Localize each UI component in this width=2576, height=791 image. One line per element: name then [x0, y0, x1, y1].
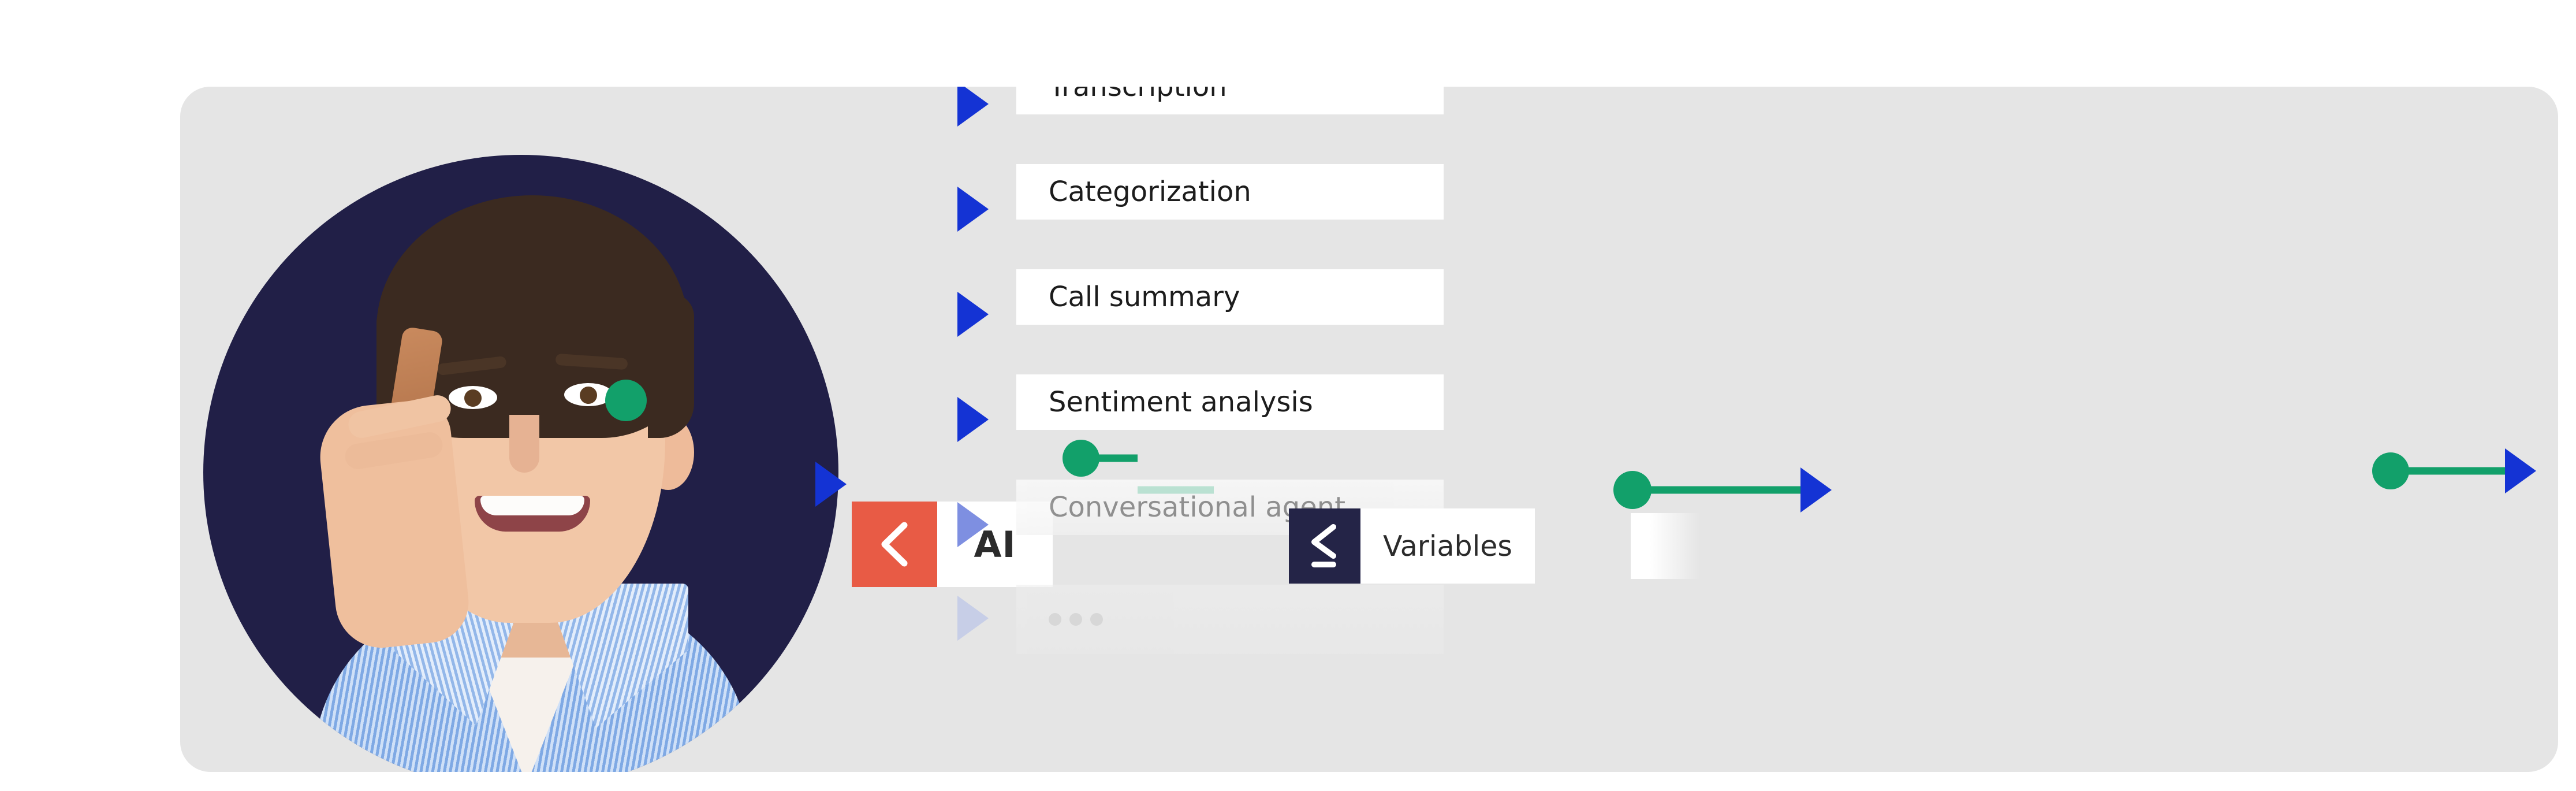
photo-nose [509, 415, 539, 473]
arrow-sentiment-analysis-icon [957, 397, 989, 442]
list-item-categorization[interactable]: Categorization [1016, 164, 1444, 220]
card-label: Call summary [1049, 281, 1240, 313]
variables-node[interactable]: Variables [1289, 508, 1535, 584]
caller-photo-wrap [192, 103, 838, 772]
photo-teeth [480, 496, 584, 515]
next-node-clipped[interactable] [1631, 513, 1700, 579]
next-node-arrow-icon [2505, 448, 2536, 493]
list-item-more[interactable] [1016, 585, 1444, 654]
variables-output-port[interactable] [2372, 452, 2409, 489]
arrow-conversational-agent-icon [957, 502, 989, 547]
photo-hand [315, 397, 473, 652]
ai-output-port[interactable] [1063, 440, 1099, 477]
card-label: Categorization [1049, 176, 1251, 208]
chevron-left-icon [852, 502, 937, 587]
caller-photo-circle [203, 155, 838, 772]
photo-pupil-right [580, 387, 597, 404]
photo-hair-right [648, 294, 694, 438]
card-label: Transcription [1049, 87, 1227, 103]
list-item-conversational-agent[interactable]: Conversational agent [1016, 480, 1444, 535]
less-than-or-equal-icon [1289, 508, 1360, 584]
card-label: Sentiment analysis [1049, 386, 1313, 418]
sentiment-output-port[interactable] [1613, 471, 1652, 509]
ai-node[interactable]: AI [852, 502, 1053, 587]
list-item-call-summary[interactable]: Call summary [1016, 269, 1444, 325]
list-item-transcription[interactable]: Transcription [1016, 87, 1444, 114]
caller-photo-image [203, 155, 838, 772]
arrow-call-summary-icon [957, 292, 989, 337]
variables-node-label: Variables [1360, 508, 1535, 584]
variables-input-arrow-icon [1800, 467, 1832, 513]
list-item-sentiment-analysis[interactable]: Sentiment analysis [1016, 374, 1444, 430]
arrow-categorization-icon [957, 187, 989, 232]
ai-input-arrow-icon [815, 462, 847, 507]
flow-panel: AI Transcription Categorization Call sum… [180, 87, 2558, 772]
caller-output-port[interactable] [605, 380, 647, 421]
arrow-transcription-icon [957, 87, 989, 127]
ai-node-label: AI [937, 502, 1053, 587]
ai-output-list: Transcription Categorization Call summar… [1016, 87, 1594, 772]
photo-pupil-left [464, 389, 482, 407]
arrow-more-icon [957, 596, 989, 641]
ellipsis-icon [1049, 613, 1103, 626]
